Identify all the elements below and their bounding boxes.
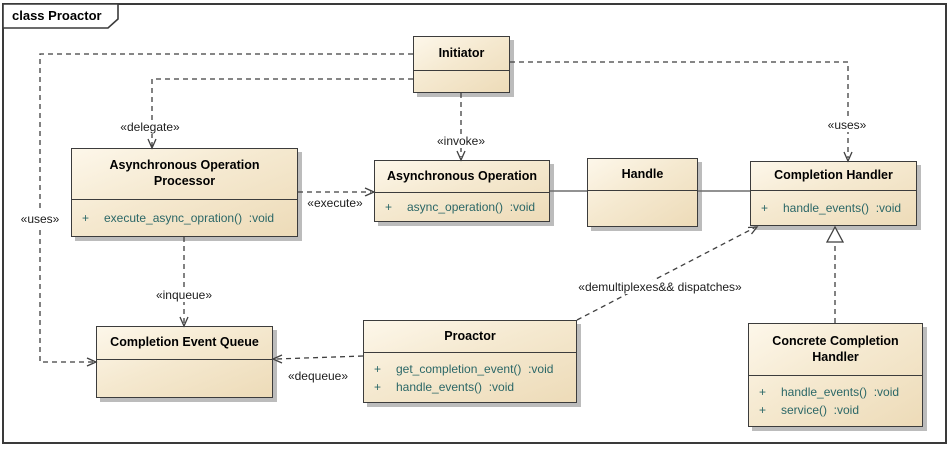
class-body-handle — [588, 191, 697, 226]
method-signature: handle_events() :void — [781, 385, 900, 399]
class-box-completion-event-queue[interactable]: Completion Event Queue — [96, 326, 273, 398]
class-body-asynchronous-operation-processor: + execute_async_opration() :void — [72, 200, 297, 236]
class-box-asynchronous-operation-processor[interactable]: Asynchronous Operation Processor + execu… — [71, 148, 298, 237]
class-name-asynchronous-operation: Asynchronous Operation — [375, 161, 549, 193]
class-box-handle[interactable]: Handle — [587, 158, 698, 227]
method-signature: execute_async_opration() :void — [104, 211, 275, 225]
class-body-concrete-completion-handler: + handle_events() :void + service() :voi… — [749, 376, 922, 426]
method-handle-events: + handle_events() :void — [751, 199, 916, 217]
class-box-asynchronous-operation[interactable]: Asynchronous Operation + async_operation… — [374, 160, 550, 222]
class-name-initiator: Initiator — [414, 37, 509, 71]
method-visibility: + — [82, 211, 90, 225]
method-visibility: + — [385, 200, 393, 214]
method-visibility: + — [374, 379, 382, 394]
class-box-initiator[interactable]: Initiator — [413, 36, 510, 93]
method-signature: handle_events() :void — [783, 201, 902, 215]
edge-label-dequeue: «dequeue» — [284, 369, 352, 383]
class-body-initiator — [414, 71, 509, 92]
class-name-handle: Handle — [588, 159, 697, 191]
edge-label-inqueue: «inqueue» — [152, 288, 216, 302]
method-service: + service() :void — [749, 401, 922, 419]
class-body-proactor: + get_completion_event() :void + handle_… — [364, 353, 576, 402]
method-visibility: + — [374, 361, 382, 376]
frame-title: class Proactor — [12, 8, 102, 23]
class-name-concrete-completion-handler: Concrete Completion Handler — [749, 324, 922, 376]
class-box-proactor[interactable]: Proactor + get_completion_event() :void … — [363, 320, 577, 403]
class-name-completion-event-queue: Completion Event Queue — [97, 327, 272, 360]
class-body-asynchronous-operation: + async_operation() :void — [375, 193, 549, 221]
edge-label-invoke: «invoke» — [433, 134, 489, 148]
method-visibility: + — [759, 403, 767, 417]
edge-label-execute: «execute» — [304, 196, 366, 210]
edge-label-delegate: «delegate» — [117, 120, 183, 134]
class-body-completion-handler: + handle_events() :void — [751, 191, 916, 225]
class-name-proactor: Proactor — [364, 321, 576, 353]
method-handle-events: + handle_events() :void — [364, 378, 576, 396]
method-signature: handle_events() :void — [396, 379, 515, 394]
method-visibility: + — [761, 201, 769, 215]
class-body-completion-event-queue — [97, 360, 272, 397]
method-visibility: + — [759, 385, 767, 399]
method-execute-async-opration: + execute_async_opration() :void — [72, 209, 297, 227]
method-async-operation: + async_operation() :void — [375, 198, 549, 216]
method-handle-events: + handle_events() :void — [749, 383, 922, 401]
method-get-completion-event: + get_completion_event() :void — [364, 360, 576, 378]
class-name-asynchronous-operation-processor: Asynchronous Operation Processor — [72, 149, 297, 200]
diagram-frame — [2, 3, 947, 444]
method-signature: get_completion_event() :void — [396, 361, 554, 376]
class-name-completion-handler: Completion Handler — [751, 162, 916, 191]
class-box-completion-handler[interactable]: Completion Handler + handle_events() :vo… — [750, 161, 917, 226]
method-signature: service() :void — [781, 403, 860, 417]
edge-label-uses-right: «uses» — [824, 118, 870, 132]
method-signature: async_operation() :void — [407, 200, 536, 214]
edge-label-demultiplexes: «demultiplexes&& dispatches» — [575, 280, 745, 294]
class-box-concrete-completion-handler[interactable]: Concrete Completion Handler + handle_eve… — [748, 323, 923, 427]
edge-label-uses-left: «uses» — [17, 212, 63, 226]
